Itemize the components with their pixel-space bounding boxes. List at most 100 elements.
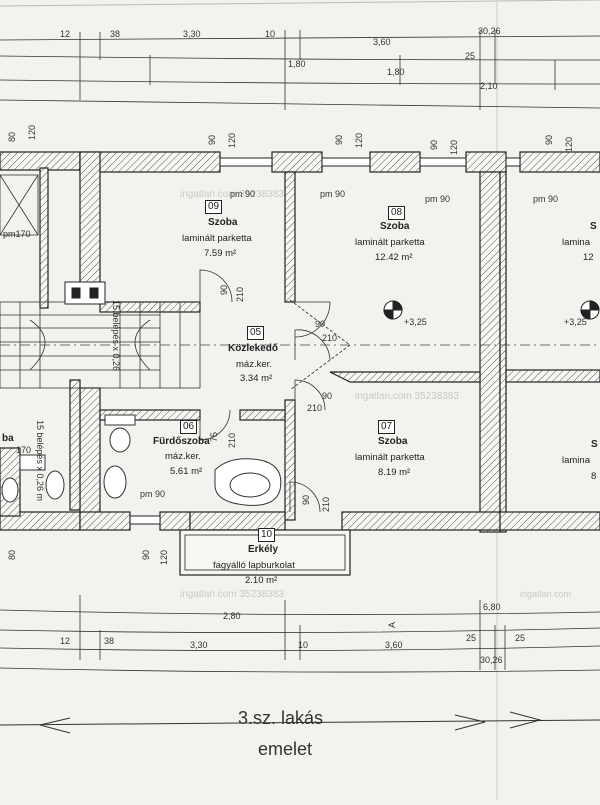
room-area: 5.61 m² <box>170 466 203 477</box>
plan-subtitle: emelet <box>258 739 313 759</box>
dim-label: 25 <box>466 633 477 643</box>
watermark: ingatlan.com 35238383 <box>180 189 284 200</box>
dim-label: 120 <box>354 132 364 148</box>
dim-label: 120 <box>227 132 237 148</box>
bottom-dimension-lines <box>0 595 600 673</box>
svg-text:A: A <box>387 622 397 628</box>
dim-label: 90 <box>322 391 333 401</box>
dim-label: 6,80 <box>483 602 501 612</box>
dim-label: 120 <box>159 549 169 565</box>
room-floor: laminált parketta <box>355 237 425 248</box>
dim-label: 25 <box>465 51 476 61</box>
level-mark-text: +3,25 <box>564 317 587 327</box>
stair-label: 15 belépés x 0,26 <box>111 300 121 372</box>
dim-label: 210 <box>307 403 323 413</box>
watermark: ingatlan.com <box>520 589 572 599</box>
bathroom-fixtures <box>1 414 282 506</box>
dim-label: 75 <box>209 431 219 442</box>
room-name: Fürdőszoba <box>153 436 210 447</box>
dim-label: pm 90 <box>320 189 346 199</box>
dim-label: 210 <box>227 432 237 448</box>
room-name-partial: S <box>591 439 598 450</box>
dim-label: 12 <box>60 636 71 646</box>
room-area: 8.19 m² <box>378 467 411 478</box>
level-mark-text: +3,25 <box>404 317 427 327</box>
dim-label: 90 <box>141 549 151 560</box>
dim-label: 3,60 <box>373 37 391 47</box>
dim-label: 90 <box>219 284 229 295</box>
dim-label: 90 <box>315 319 326 329</box>
room-name: Szoba <box>208 217 238 228</box>
room-floor: máz.ker. <box>236 359 272 370</box>
room-area: 12.42 m² <box>375 252 413 263</box>
room-number: 09 <box>205 200 223 214</box>
room-number: 07 <box>378 420 396 434</box>
room-floor: fagyálló lapburkolat <box>213 560 295 571</box>
section-arrow <box>0 711 600 734</box>
dim-label: 2,80 <box>223 611 241 621</box>
dim-label: pm 90 <box>230 189 256 199</box>
room-floor: máz.ker. <box>165 451 201 462</box>
room-number: 06 <box>180 420 198 434</box>
dim-label: 3,30 <box>183 29 201 39</box>
dim-label: 1,80 <box>288 59 306 69</box>
dim-label: 80 <box>7 549 17 560</box>
room-area-partial: 8 <box>591 471 597 482</box>
room-floor: laminált parketta <box>355 452 425 463</box>
watermark: ingatlan.com 35238383 <box>180 589 284 600</box>
room-name: Szoba <box>380 221 410 232</box>
windows <box>129 157 521 525</box>
room-floor-partial: lamina <box>562 237 590 248</box>
dim-label: 90 <box>334 134 344 145</box>
room-name-partial: S <box>590 221 597 232</box>
dim-label: 90 <box>207 134 217 145</box>
dim-label: 120 <box>564 136 574 152</box>
dim-label: pm 90 <box>140 489 166 499</box>
dim-label: 90 <box>429 139 439 150</box>
dim-label: 1,80 <box>387 67 405 77</box>
dim-label: 38 <box>104 636 115 646</box>
shaft <box>64 281 106 305</box>
room-area: 7.59 m² <box>204 248 237 259</box>
dim-label: pm170 <box>3 229 31 239</box>
dim-label: 25 <box>515 633 526 643</box>
dim-label: 90 <box>544 134 554 145</box>
dim-label: 3,60 <box>385 640 403 650</box>
dim-label: 38 <box>110 29 121 39</box>
dim-label: 10 <box>265 29 276 39</box>
left-window-x <box>0 174 39 236</box>
dim-label: 30,26 <box>478 26 501 36</box>
walls <box>0 151 600 533</box>
dim-label: 10 <box>298 640 309 650</box>
dim-label: 170 <box>16 445 32 455</box>
room-area: 2.10 m² <box>245 575 278 586</box>
dim-label: 210 <box>321 496 331 512</box>
dim-label: 120 <box>449 139 459 155</box>
dim-label: pm 90 <box>533 194 559 204</box>
dim-label: 3,30 <box>190 640 208 650</box>
room-name: Közlekedő <box>228 343 279 354</box>
dim-label: 12 <box>60 29 71 39</box>
plan-title: 3.sz. lakás <box>238 708 324 728</box>
room-floor-partial: lamina <box>562 455 590 466</box>
room-area-partial: 12 <box>583 252 594 263</box>
stair-label: 15 belépés x 0,26 m <box>35 420 45 502</box>
dim-label: 30,26 <box>480 655 503 665</box>
level-mark-left <box>383 300 403 320</box>
door-swings <box>199 269 351 513</box>
dim-label: 120 <box>27 124 37 140</box>
room-number: 05 <box>247 326 265 340</box>
top-dimension-lines <box>0 30 600 110</box>
watermark: ingatlan.com 35238383 <box>355 391 459 402</box>
dim-label: 2,10 <box>480 81 498 91</box>
room-area: 3.34 m² <box>240 373 273 384</box>
room-name: Erkély <box>248 544 279 555</box>
level-mark-right <box>580 300 600 320</box>
dim-label: 210 <box>235 286 245 302</box>
room-name: Szoba <box>378 436 408 447</box>
room-number: 08 <box>388 206 406 220</box>
room-floor: laminált parketta <box>182 233 252 244</box>
dim-label: 210 <box>322 333 338 343</box>
